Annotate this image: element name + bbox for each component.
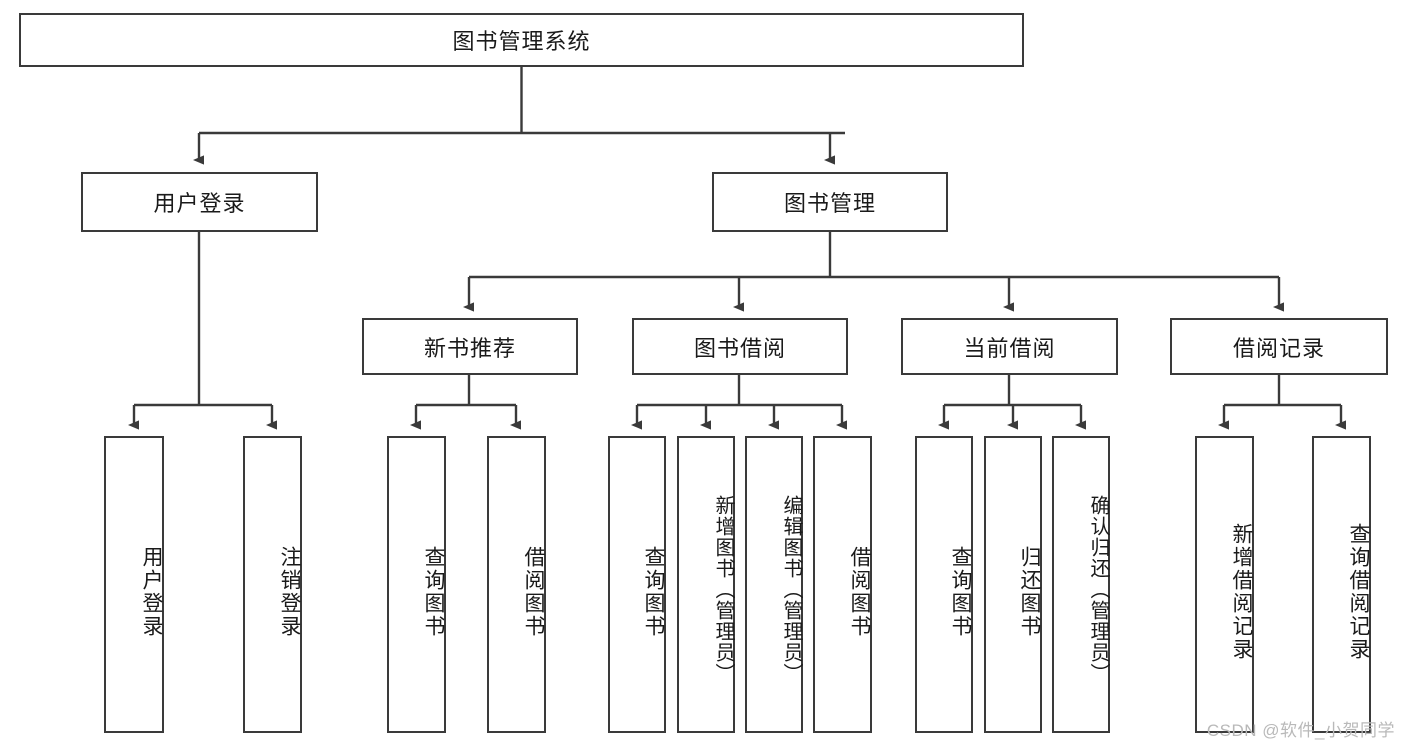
node-label: 借阅图书 bbox=[848, 545, 871, 638]
node-label: 查询图书 bbox=[949, 545, 972, 638]
node-borrow-records[interactable]: 借阅记录 bbox=[1170, 318, 1388, 375]
node-label: 借阅图书 bbox=[522, 545, 545, 638]
node-label: 注销登录 bbox=[278, 545, 301, 638]
node-label: 确认归还（管理员） bbox=[1087, 495, 1109, 684]
node-leaf-borrow-book-recommend[interactable]: 借阅图书 bbox=[487, 436, 546, 733]
node-book-management[interactable]: 图书管理 bbox=[712, 172, 948, 232]
node-leaf-add-borrow-record[interactable]: 新增借阅记录 bbox=[1195, 436, 1254, 733]
node-label: 归还图书 bbox=[1018, 545, 1041, 638]
node-leaf-edit-book-admin[interactable]: 编辑图书（管理员） bbox=[745, 436, 803, 733]
node-label: 借阅记录 bbox=[1232, 335, 1325, 361]
node-label: 当前借阅 bbox=[963, 335, 1056, 361]
node-label: 编辑图书（管理员） bbox=[780, 495, 802, 684]
node-user-login[interactable]: 用户登录 bbox=[81, 172, 318, 232]
node-label: 新书推荐 bbox=[423, 335, 516, 361]
node-root-system[interactable]: 图书管理系统 bbox=[19, 13, 1024, 67]
csdn-watermark: CSDN @软件_小贺同学 bbox=[1206, 721, 1395, 740]
node-label: 查询图书 bbox=[422, 545, 445, 638]
node-leaf-logout[interactable]: 注销登录 bbox=[243, 436, 302, 733]
node-label: 用户登录 bbox=[140, 545, 163, 638]
node-leaf-borrow-book[interactable]: 借阅图书 bbox=[813, 436, 872, 733]
node-new-book-recommend[interactable]: 新书推荐 bbox=[362, 318, 578, 375]
node-label: 查询借阅记录 bbox=[1347, 522, 1370, 661]
node-label: 新增借阅记录 bbox=[1230, 522, 1253, 661]
node-label: 图书借阅 bbox=[693, 335, 786, 361]
node-leaf-add-book-admin[interactable]: 新增图书（管理员） bbox=[677, 436, 735, 733]
node-current-borrow[interactable]: 当前借阅 bbox=[901, 318, 1118, 375]
node-leaf-query-borrow-record[interactable]: 查询借阅记录 bbox=[1312, 436, 1371, 733]
node-label: 查询图书 bbox=[642, 545, 665, 638]
node-book-borrow[interactable]: 图书借阅 bbox=[632, 318, 848, 375]
node-leaf-return-book[interactable]: 归还图书 bbox=[984, 436, 1042, 733]
node-label: 图书管理 bbox=[783, 191, 876, 216]
node-leaf-user-login[interactable]: 用户登录 bbox=[104, 436, 164, 733]
node-leaf-query-book-borrow[interactable]: 查询图书 bbox=[608, 436, 666, 733]
node-leaf-query-book-current[interactable]: 查询图书 bbox=[915, 436, 973, 733]
node-label: 图书管理系统 bbox=[452, 29, 591, 54]
node-leaf-confirm-return-admin[interactable]: 确认归还（管理员） bbox=[1052, 436, 1110, 733]
node-leaf-query-book-recommend[interactable]: 查询图书 bbox=[387, 436, 446, 733]
node-label: 用户登录 bbox=[153, 191, 246, 216]
node-label: 新增图书（管理员） bbox=[712, 495, 734, 684]
